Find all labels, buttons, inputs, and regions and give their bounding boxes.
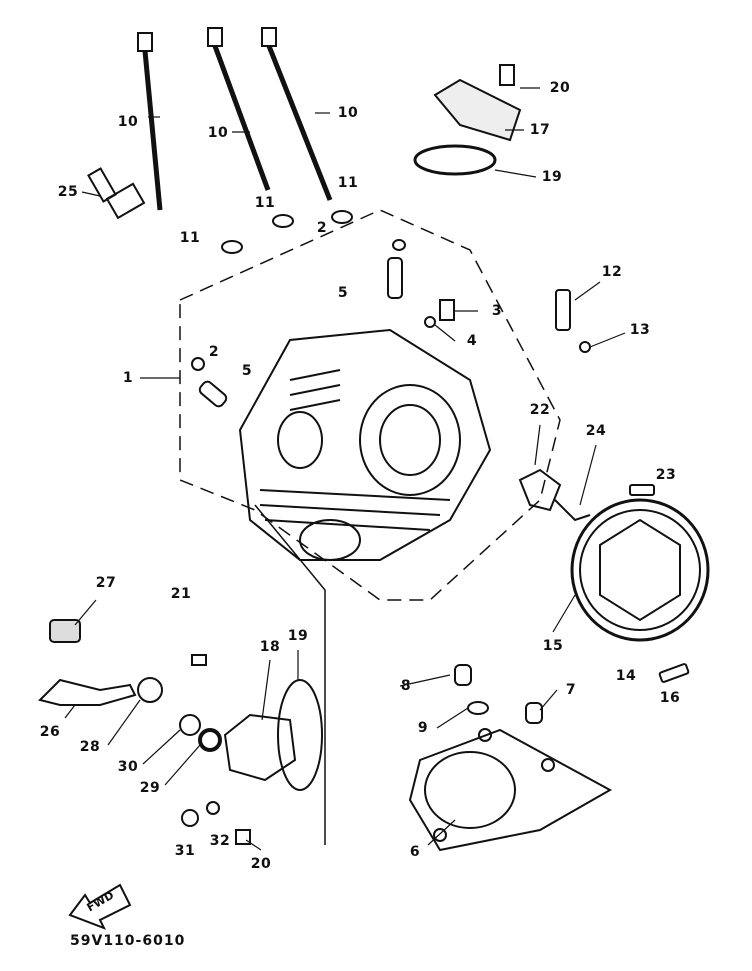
callout-8: 8 bbox=[400, 678, 412, 694]
callout-19: 19 bbox=[287, 628, 309, 644]
assembly-outline bbox=[179, 209, 561, 601]
callout-21: 21 bbox=[170, 586, 192, 602]
callout-22: 22 bbox=[529, 402, 551, 418]
callout-32: 32 bbox=[209, 833, 231, 849]
leader-lines bbox=[64, 87, 626, 851]
callout-5: 5 bbox=[241, 363, 253, 379]
fwd-arrow-icon bbox=[68, 883, 132, 930]
callout-7: 7 bbox=[565, 682, 577, 698]
cover-18 bbox=[223, 713, 297, 782]
lever-26 bbox=[38, 678, 137, 706]
callout-24: 24 bbox=[585, 423, 607, 439]
callout-30: 30 bbox=[117, 759, 139, 775]
callout-11: 11 bbox=[337, 175, 359, 191]
callout-3: 3 bbox=[491, 303, 503, 319]
diagram-code: 59V110-6010 bbox=[70, 933, 186, 949]
callout-6: 6 bbox=[409, 844, 421, 860]
callout-20: 20 bbox=[250, 856, 272, 872]
cap-17 bbox=[433, 64, 522, 142]
side-cover bbox=[570, 498, 710, 642]
callout-9: 9 bbox=[417, 720, 429, 736]
callout-12: 12 bbox=[601, 264, 623, 280]
callout-4: 4 bbox=[466, 333, 478, 349]
callout-2: 2 bbox=[208, 344, 220, 360]
callout-27: 27 bbox=[95, 575, 117, 591]
callout-26: 26 bbox=[39, 724, 61, 740]
callout-11: 11 bbox=[179, 230, 201, 246]
callout-20: 20 bbox=[549, 80, 571, 96]
callout-16: 16 bbox=[659, 690, 681, 706]
callout-28: 28 bbox=[79, 739, 101, 755]
callout-10: 10 bbox=[337, 105, 359, 121]
callout-5: 5 bbox=[337, 285, 349, 301]
callout-29: 29 bbox=[139, 780, 161, 796]
callout-17: 17 bbox=[529, 122, 551, 138]
callout-10: 10 bbox=[117, 114, 139, 130]
bracket-24 bbox=[554, 499, 591, 522]
sub-assembly-outline bbox=[254, 504, 326, 845]
spark-plug bbox=[87, 167, 146, 220]
callout-1: 1 bbox=[122, 370, 134, 386]
callout-31: 31 bbox=[174, 843, 196, 859]
stud-bolts bbox=[137, 27, 333, 211]
callout-10: 10 bbox=[207, 125, 229, 141]
callout-13: 13 bbox=[629, 322, 651, 338]
o-ring-19 bbox=[413, 144, 497, 176]
callout-2: 2 bbox=[316, 220, 328, 236]
bracket-22 bbox=[518, 468, 562, 512]
callout-14: 14 bbox=[615, 668, 637, 684]
cylinder-head bbox=[238, 328, 492, 561]
callout-25: 25 bbox=[57, 184, 79, 200]
callout-18: 18 bbox=[259, 639, 281, 655]
callout-11: 11 bbox=[254, 195, 276, 211]
gasket bbox=[408, 728, 613, 852]
callout-15: 15 bbox=[542, 638, 564, 654]
callout-23: 23 bbox=[655, 467, 677, 483]
callout-19: 19 bbox=[541, 169, 563, 185]
